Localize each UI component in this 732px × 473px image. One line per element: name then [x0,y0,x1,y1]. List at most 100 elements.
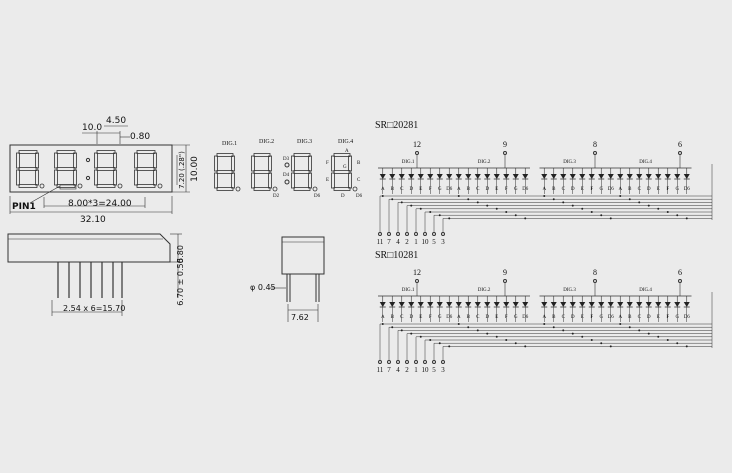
junction-dot [543,323,546,325]
junction-dot [381,323,384,325]
led-diode [550,302,557,307]
seg-g-label: G [343,165,347,170]
bottom-pin-node [396,232,400,236]
junction-dot [419,207,422,210]
segment-label: D6 [522,315,529,320]
segment [73,152,77,169]
segment-label: B [467,187,471,192]
digit-group-label: DIG.2 [478,288,491,293]
segment-label: G [438,315,442,320]
bottom-pin-label: 7 [387,366,391,374]
bottom-pin-label: 10 [422,366,430,374]
segment [308,172,312,189]
segment [35,152,39,169]
segment-label: C [638,187,642,192]
common-pin-label: 8 [593,268,597,277]
junction-dot [657,335,660,338]
segment-label: C [562,187,566,192]
bottom-pin-label: 10 [422,238,430,246]
segment [113,152,117,169]
segment [214,172,218,189]
digit-group-label: DIG.4 [639,160,652,165]
segment [293,170,311,174]
led-diode [626,174,633,179]
segment [333,153,351,157]
led-diode [398,174,405,179]
segment-label: F [429,187,432,192]
junction-dot [419,335,422,338]
common-pin-label: 8 [593,140,597,149]
pin1-marker [59,184,77,190]
digit-detail: DIG.1 DIG.2 DIG.3 DIG.4 D3 D4 D2 D6 A F … [214,139,363,199]
decimal-point [157,183,163,189]
junction-dot [600,342,603,345]
bottom-pin-label: 2 [405,366,409,374]
led-diode [446,302,453,307]
junction-dot [676,214,679,217]
led-diode [645,174,652,179]
colon-dot [85,175,91,181]
junction-dot [562,201,565,204]
segment [134,169,138,186]
junction-dot [638,201,641,204]
junction-dot [448,345,451,348]
pin1-label: PIN1 [12,202,36,212]
segment-label: B [628,315,632,320]
bottom-pin-node [405,232,409,236]
pin-length-label: 6.70 ± 0.50 [176,258,185,305]
digit-group-label: DIG.3 [563,160,576,165]
led-diode [512,302,519,307]
led-diode [598,174,605,179]
segment [253,153,271,157]
led-diode [427,174,434,179]
bottom-pin-node [378,232,382,236]
junction-dot [381,195,384,197]
led-diode [465,302,472,307]
segment-label: F [505,315,508,320]
segment-label: B [552,315,556,320]
front-digit-3 [94,150,123,189]
digit-group-label: DIG.1 [402,160,415,165]
segment-label: D6 [608,187,615,192]
junction-dot [505,339,508,341]
segment-label: D6 [522,187,529,192]
junction-dot [400,329,403,332]
segment-label: D6 [446,315,453,320]
junction-dot [429,211,432,213]
common-pin-label: 9 [503,140,507,149]
segment-label: B [467,315,471,320]
led-diode [541,302,548,307]
bottom-pin-node [387,232,391,236]
front-digit-2 [54,150,83,189]
segment [136,150,156,154]
common-pin-label: 6 [678,268,682,277]
common-pin-label: 6 [678,140,682,149]
led-diode [588,174,595,179]
center-dot [284,162,290,168]
decimal-point [272,186,278,192]
led-diode [474,174,481,179]
led-diode [617,174,624,179]
segment [94,169,98,186]
detail-dig1-label: DIG.1 [222,141,237,147]
segment [214,155,218,172]
junction-dot [600,214,603,217]
digit-height-label: 10.00 [190,156,200,182]
led-diode [417,302,424,307]
junction-dot [448,217,451,220]
bottom-pin-label: 1 [414,366,418,374]
junction-dot [486,204,489,207]
bottom-pin-label: 11 [377,366,384,374]
bottom-pin-label: 5 [432,366,436,374]
bottom-pin-label: 7 [387,238,391,246]
seg-e-label: E [326,178,329,183]
junction-dot [619,323,622,325]
junction-dot [476,201,479,204]
led-diode [389,174,396,179]
bottom-pin-node [441,360,445,364]
front-digits [16,150,163,190]
segment [348,155,352,172]
segment [216,187,234,191]
